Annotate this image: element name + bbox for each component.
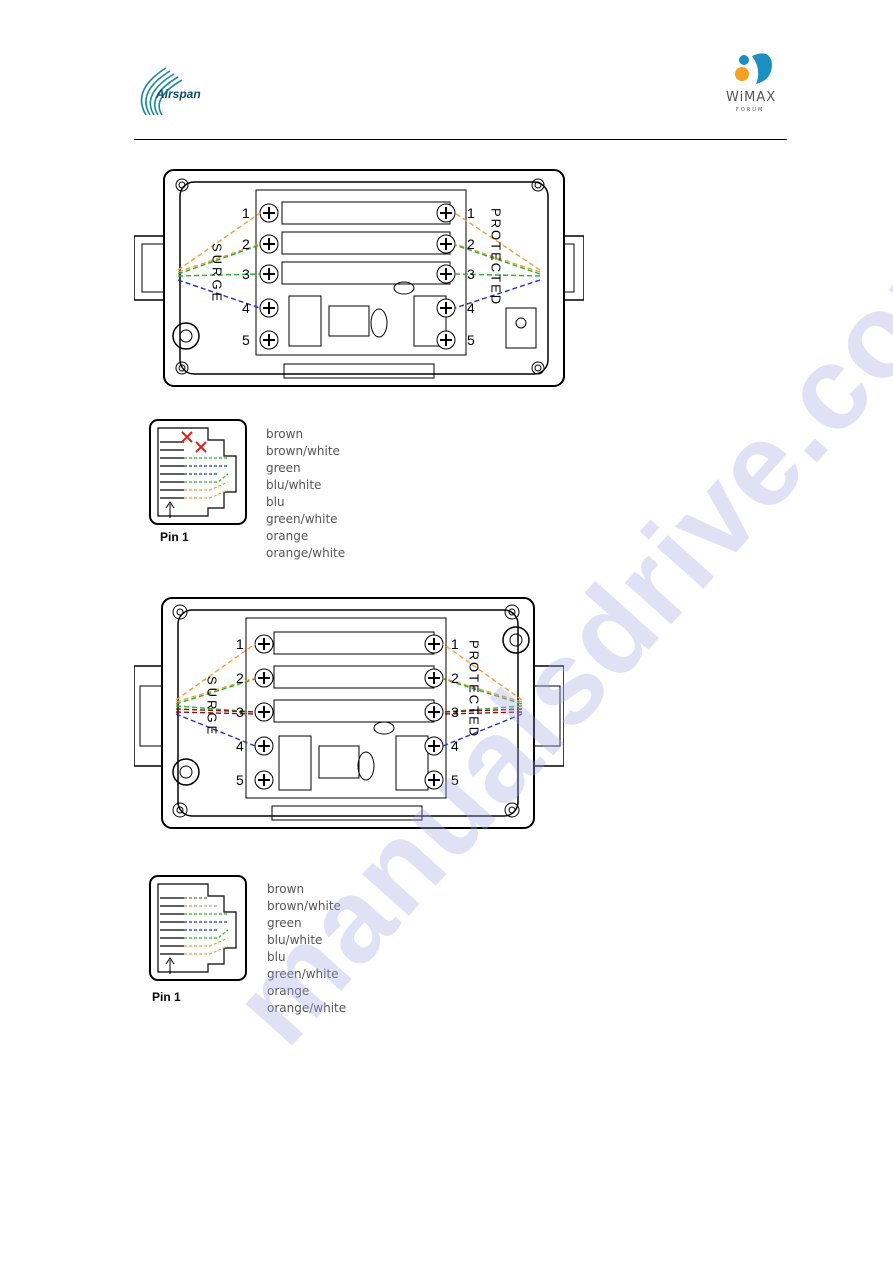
terminal-number-left-1: 1	[236, 636, 244, 652]
wimax-logo-text: WiMAX	[726, 90, 777, 105]
terminal-number-right-1: 1	[451, 636, 459, 652]
airspan-swoosh-icon	[140, 67, 183, 116]
terminal-number-left-3: 3	[242, 266, 250, 282]
terminal-number-right-4: 4	[451, 738, 459, 754]
pin-1-label: Pin 1	[160, 530, 189, 544]
wire-label: blu/white	[267, 933, 323, 947]
surge-label: SURGE	[210, 243, 225, 304]
terminal-number-left-2: 2	[236, 670, 244, 686]
wire-label: green	[266, 461, 301, 475]
wire-label: brown/white	[266, 444, 340, 458]
wire-label: green	[267, 916, 302, 930]
terminal-number-right-5: 5	[451, 772, 459, 788]
wire-label: orange/white	[266, 546, 346, 560]
terminal-number-right-2: 2	[467, 236, 475, 252]
protected-label: PROTECTED	[467, 640, 482, 738]
terminal-number-right-2: 2	[451, 670, 459, 686]
surge-box-diagram-2: 1 2 3 4 5 1 2 3 4 5 SURGE PROTECTED	[133, 596, 565, 832]
protected-label: PROTECTED	[489, 208, 504, 306]
wire-label: green/white	[266, 512, 338, 526]
wire-label: brown	[267, 882, 305, 896]
terminal-number-left-4: 4	[242, 300, 250, 316]
terminal-number-right-1: 1	[467, 205, 475, 221]
wire-label: blu	[266, 495, 285, 509]
surge-label: SURGE	[205, 676, 220, 737]
rj45-connector-2: Pin 1	[148, 874, 248, 1004]
wire-label: brown	[266, 427, 304, 441]
surge-box-diagram-1: 1 2 3 4 5 1 2 3 4 5 SURGE PROTECTED	[133, 168, 585, 388]
wire-label: brown/white	[267, 899, 341, 913]
wire-label: blu	[267, 950, 286, 964]
terminal-number-right-3: 3	[451, 704, 459, 720]
terminal-number-left-3: 3	[236, 704, 244, 720]
rj45-connector-1: Pin 1	[148, 418, 248, 544]
wire-legend-2: brown brown/white green blu/white blu gr…	[267, 881, 346, 1017]
terminal-number-left-1: 1	[242, 205, 250, 221]
wire-label: green/white	[267, 967, 339, 981]
terminal-number-right-4: 4	[467, 300, 475, 316]
airspan-logo-text: Airspan	[156, 87, 201, 101]
wimax-forum-logo: WiMAX FORUM	[722, 50, 790, 120]
terminal-number-left-4: 4	[236, 738, 244, 754]
reject-mark-icon	[181, 431, 207, 453]
pin-1-label: Pin 1	[152, 990, 181, 1004]
terminal-number-right-3: 3	[467, 266, 475, 282]
terminal-number-left-5: 5	[236, 772, 244, 788]
wimax-people-icon	[735, 53, 772, 84]
wire-legend-1: brown brown/white green blu/white blu gr…	[266, 426, 345, 562]
terminal-number-left-2: 2	[242, 236, 250, 252]
forum-logo-text: FORUM	[736, 107, 765, 113]
wire-label: blu/white	[266, 478, 322, 492]
terminal-number-left-5: 5	[242, 332, 250, 348]
header-rule	[134, 139, 787, 140]
wire-label: orange	[267, 984, 310, 998]
wire-label: orange	[266, 529, 309, 543]
terminal-number-right-5: 5	[467, 332, 475, 348]
wire-label: orange/white	[267, 1001, 347, 1015]
airspan-logo: Airspan	[126, 60, 216, 120]
